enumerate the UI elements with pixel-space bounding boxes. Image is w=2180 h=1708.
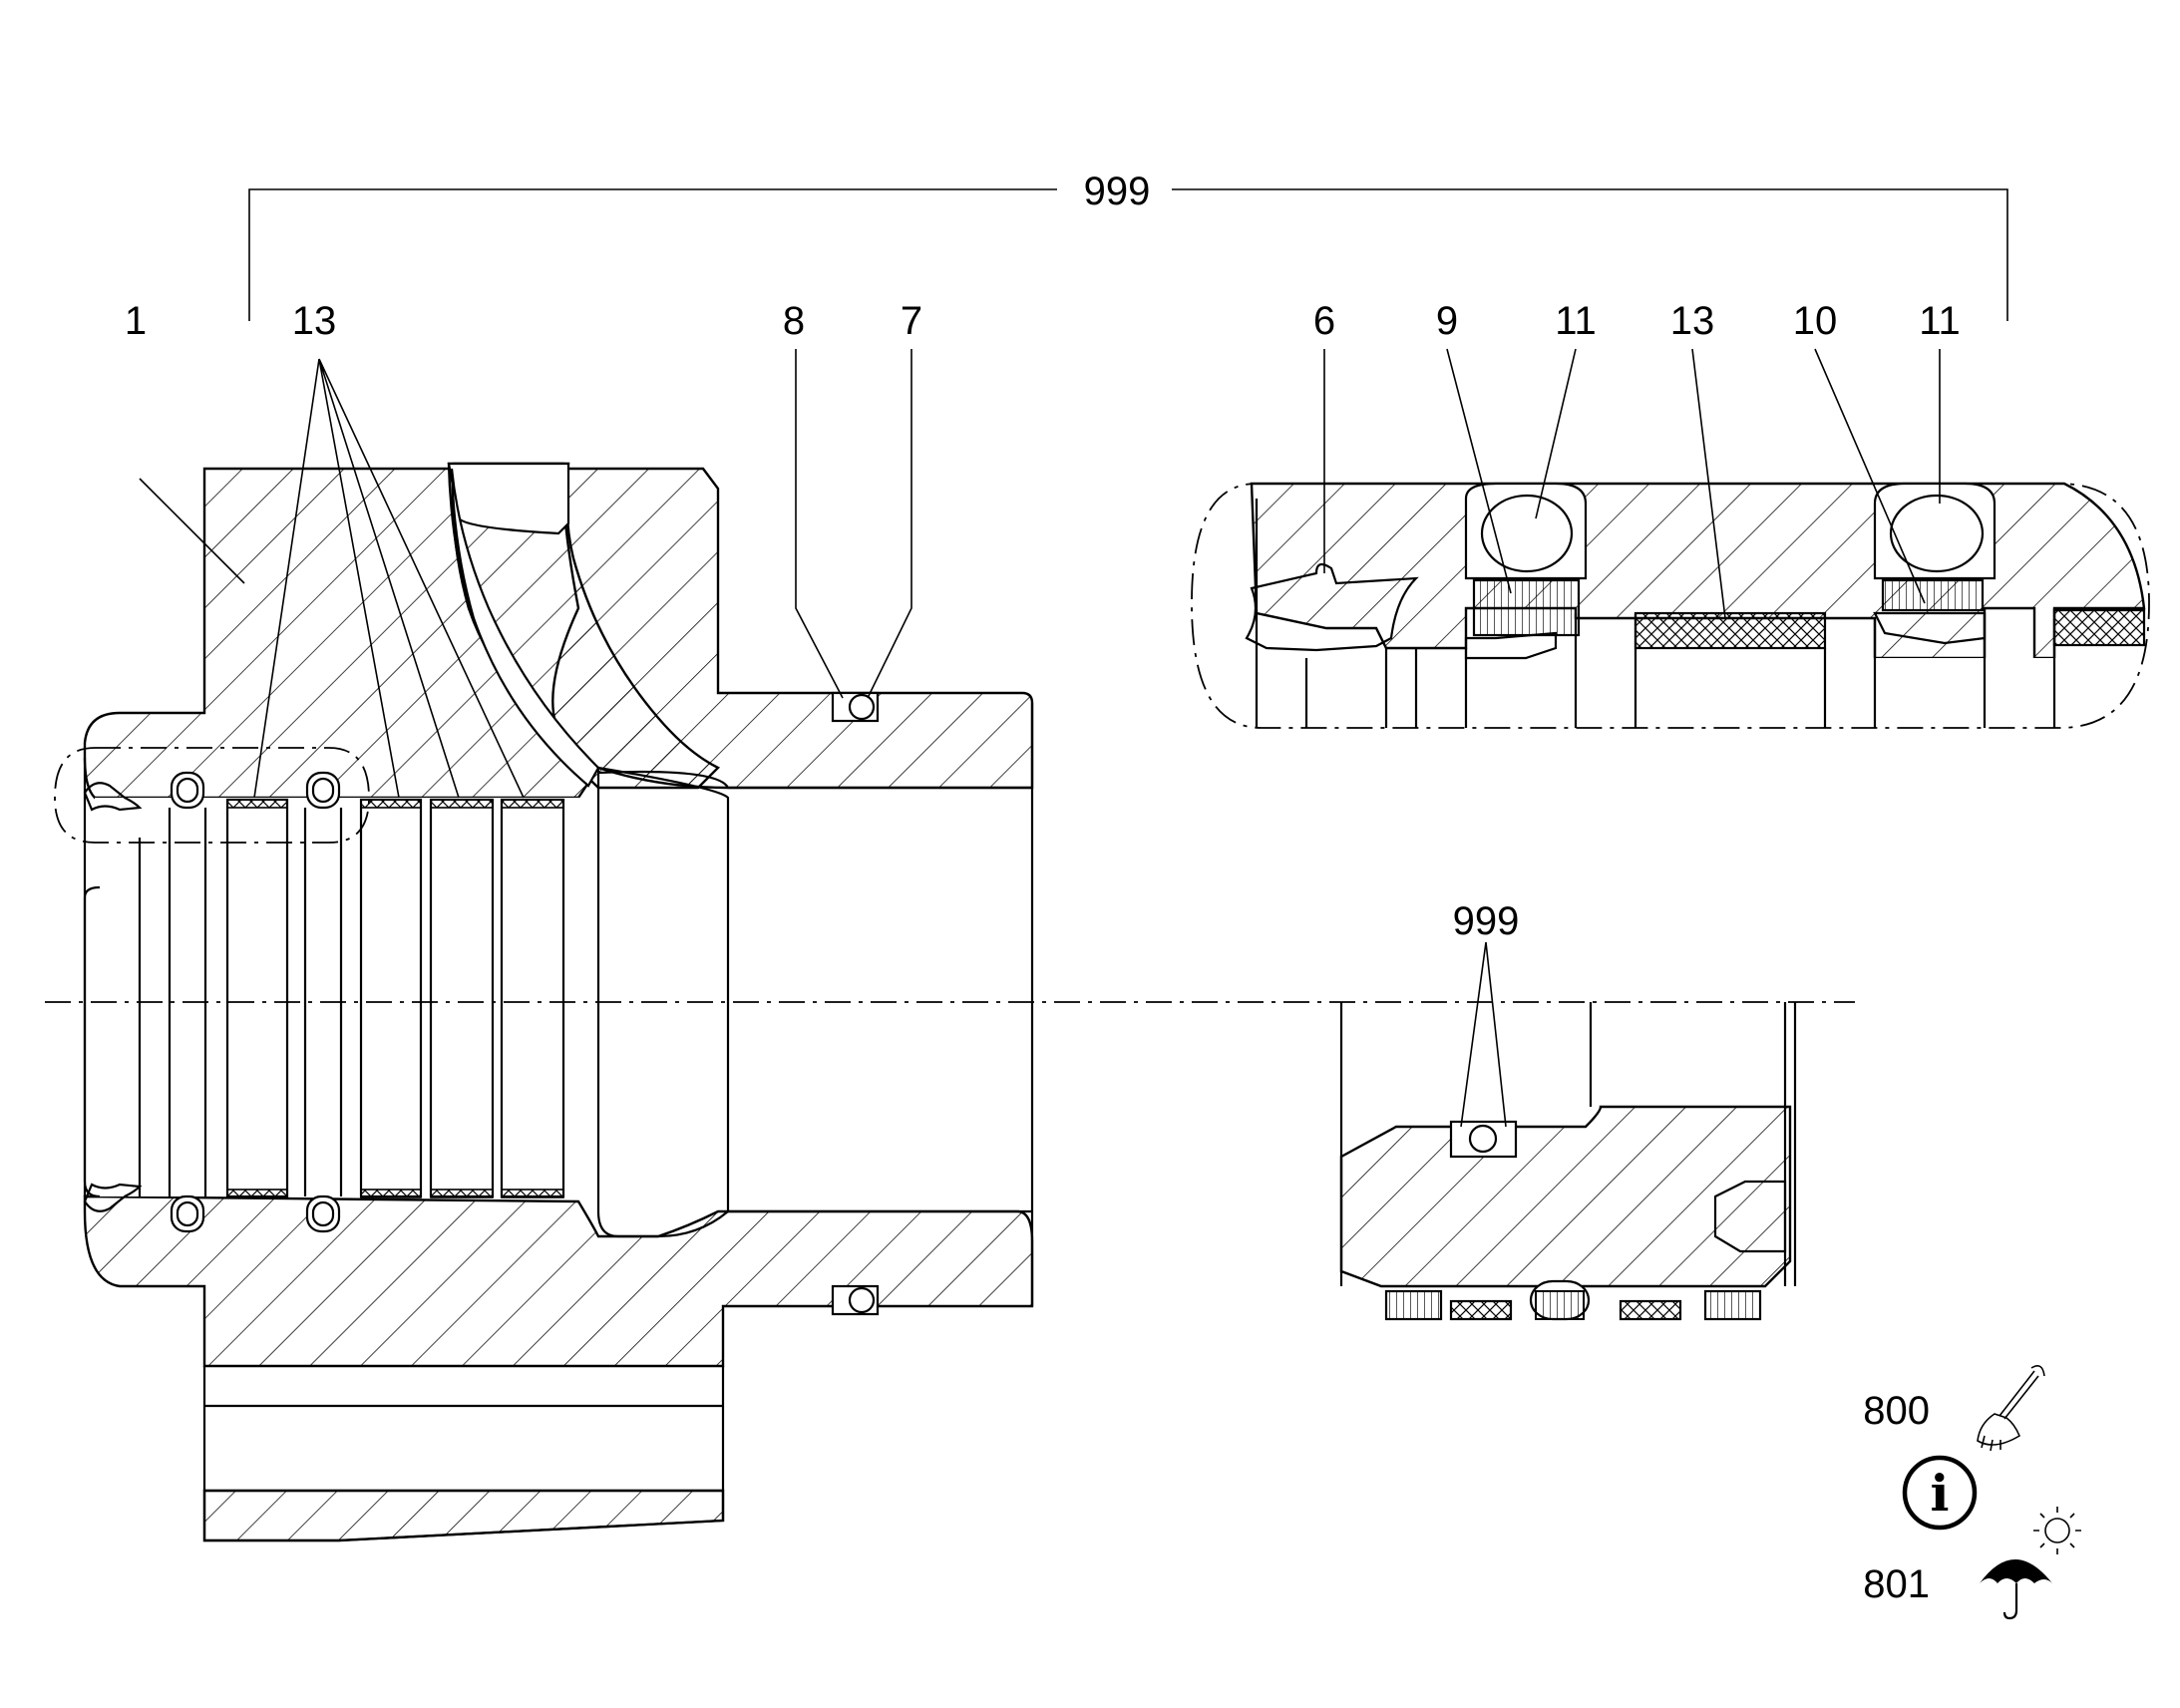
leader-13	[253, 358, 525, 799]
callout-8: 8	[783, 299, 805, 343]
body-lower-section	[83, 1195, 1034, 1368]
brush-icon	[1977, 1365, 2045, 1452]
callout-9: 9	[1436, 299, 1458, 343]
leader-1	[139, 478, 245, 584]
bore-lip-seal-bottom	[83, 1183, 143, 1212]
piston-section: 999	[1339, 899, 1797, 1321]
detail-view	[1191, 348, 2150, 730]
body-port-flow	[447, 462, 721, 790]
sun-icon	[2033, 1507, 2081, 1554]
callout-11-b: 11	[1919, 299, 1961, 343]
callout-1: 1	[125, 299, 147, 343]
main-section-view	[45, 349, 1855, 1542]
detail-lip-seal	[1245, 562, 1419, 652]
info-icon: i	[1902, 1455, 1978, 1531]
legend: 800 i 801	[1863, 1365, 2081, 1620]
leader-8	[795, 349, 844, 699]
callout-13-detail: 13	[1670, 299, 1715, 343]
callout-10: 10	[1793, 299, 1838, 343]
assembly-bracket: 999	[248, 170, 2008, 321]
callout-7: 7	[901, 299, 922, 343]
callout-999-detail: 999	[1453, 899, 1520, 943]
piston-body	[1339, 1105, 1792, 1288]
port-seals	[831, 691, 880, 1316]
port-insert	[447, 462, 570, 535]
callout-6: 6	[1313, 299, 1335, 343]
umbrella-icon	[1980, 1559, 2052, 1620]
callout-labels: 1 13 8 7 6 9 11 13 10 11	[125, 299, 1961, 343]
svg-text:i: i	[1931, 1464, 1950, 1523]
callout-800: 800	[1863, 1389, 1930, 1433]
callout-11-a: 11	[1555, 299, 1597, 343]
detail-marker	[54, 747, 370, 844]
bore-lip-seal-top	[83, 782, 143, 812]
callout-999-top: 999	[1084, 170, 1151, 213]
leader-7	[867, 349, 912, 699]
guide-bands	[225, 798, 565, 1198]
callout-13-left: 13	[292, 299, 337, 343]
callout-801: 801	[1863, 1562, 1930, 1606]
